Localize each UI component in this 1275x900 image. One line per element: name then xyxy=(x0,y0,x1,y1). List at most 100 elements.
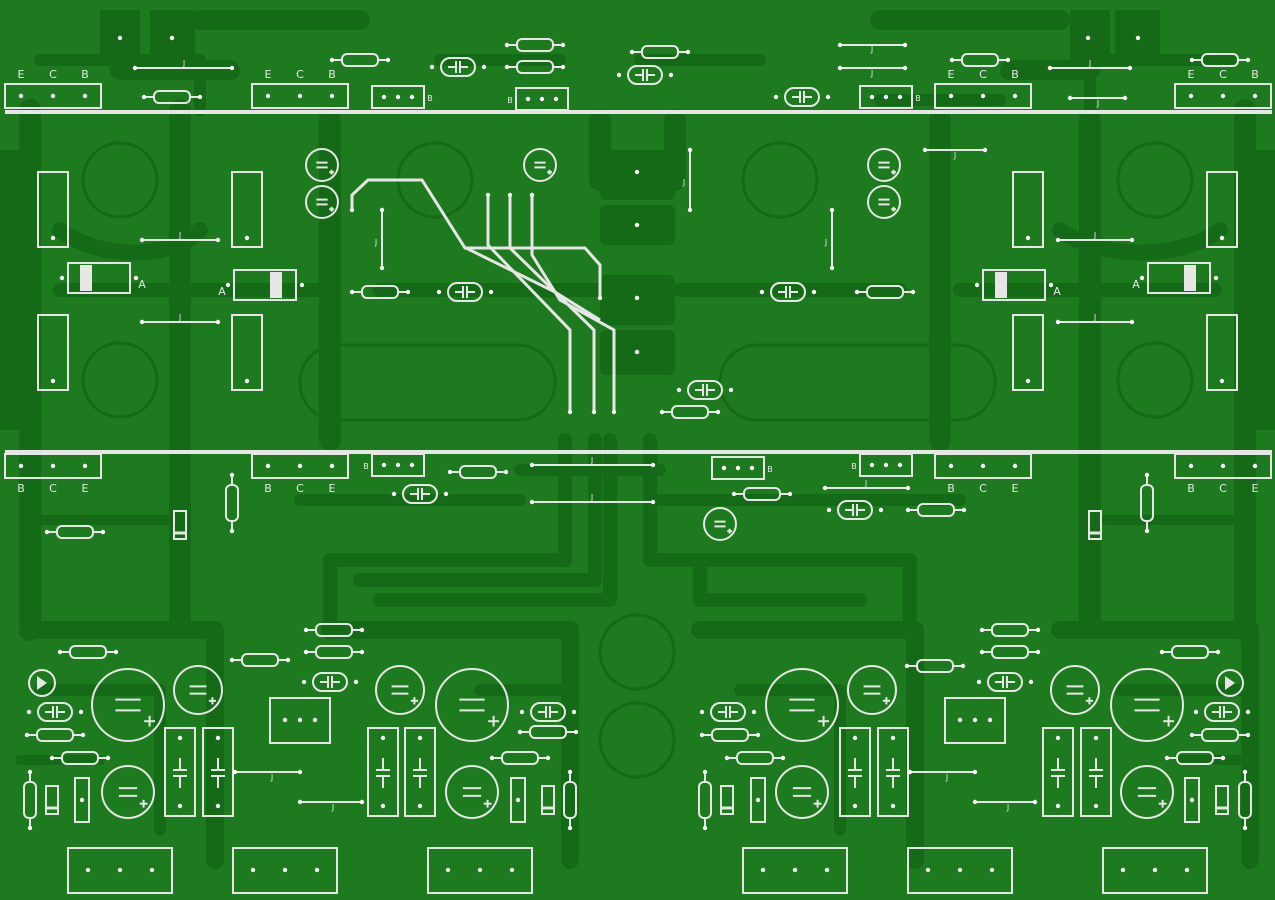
power-pad xyxy=(634,349,640,355)
led-symbol xyxy=(37,676,47,690)
power-pad xyxy=(634,295,640,301)
connector-pad xyxy=(957,867,963,873)
connector-pad xyxy=(1152,867,1158,873)
power-transistor xyxy=(231,314,263,391)
diode xyxy=(1147,262,1211,294)
box-capacitor xyxy=(367,727,399,817)
resistor-pad xyxy=(731,491,737,497)
resistor-pad xyxy=(57,649,63,655)
header-pad xyxy=(980,93,986,99)
jumper-pad xyxy=(215,319,221,325)
box-capacitor xyxy=(404,727,436,817)
electrolytic-capacitor xyxy=(305,185,339,219)
copper-zones xyxy=(0,10,1275,430)
small-transistor xyxy=(515,87,569,111)
resistor-pad xyxy=(949,57,955,63)
resistor-pad xyxy=(27,769,33,775)
connector-pad xyxy=(760,867,766,873)
electrolytic-capacitor xyxy=(1120,765,1174,819)
cap-pad xyxy=(676,387,682,393)
pin-label: C xyxy=(49,68,57,81)
jumper-pad xyxy=(972,799,978,805)
mounting-hole xyxy=(598,613,676,691)
output-connector xyxy=(907,847,1013,894)
film-capacitor xyxy=(440,57,476,77)
jumper-pad xyxy=(922,147,928,153)
mounting-hole xyxy=(1116,141,1194,219)
jumper-pad xyxy=(1047,65,1053,71)
cap-pad xyxy=(26,709,32,715)
diode-pad xyxy=(299,282,305,288)
connector-pad xyxy=(314,867,320,873)
resistor-pad xyxy=(560,42,566,48)
mounting-hole xyxy=(1116,341,1194,419)
jumper-label: J xyxy=(864,479,867,488)
pin-label: C xyxy=(979,482,987,495)
jumper-pad xyxy=(837,42,843,48)
transistor-pad xyxy=(1025,378,1031,384)
power-pad xyxy=(169,35,175,41)
pin-label: E xyxy=(948,68,955,81)
connector-pad xyxy=(989,867,995,873)
trimmer xyxy=(750,777,766,823)
resistor-pad xyxy=(27,825,33,831)
cap-pad xyxy=(1093,803,1099,809)
resistor-pad xyxy=(573,729,579,735)
wire-pad xyxy=(597,295,603,301)
resistor-pad xyxy=(1035,627,1041,633)
cap-pad xyxy=(417,803,423,809)
pot-pad xyxy=(987,717,993,723)
resistor-pad xyxy=(489,755,495,761)
resistor-pad xyxy=(979,627,985,633)
resistor-pad xyxy=(1144,528,1150,534)
electrolytic-capacitor xyxy=(867,185,901,219)
resistor-pad xyxy=(699,732,705,738)
jumper-pad xyxy=(907,769,913,775)
resistor-pad xyxy=(385,57,391,63)
header-pad xyxy=(980,463,986,469)
cap-pad xyxy=(571,709,577,715)
jumper-pad xyxy=(837,65,843,71)
pin-label: E xyxy=(265,68,272,81)
jumper-pad xyxy=(1032,799,1038,805)
output-connector xyxy=(232,847,338,894)
electrolytic-capacitor xyxy=(375,665,425,715)
jumper-label: J xyxy=(870,69,873,78)
transistor-pad xyxy=(395,94,401,100)
resistor-pad xyxy=(504,64,510,70)
header-pad xyxy=(82,463,88,469)
resistor-pad xyxy=(113,649,119,655)
jumper-pad xyxy=(139,319,145,325)
resistor-pad xyxy=(567,769,573,775)
pin-label: B xyxy=(851,462,857,471)
pin-label: C xyxy=(1219,68,1227,81)
jumper-pad xyxy=(529,499,535,505)
transistor-header xyxy=(934,83,1032,109)
jumper-pad xyxy=(132,65,138,71)
connector-pad xyxy=(1184,867,1190,873)
pin-label: C xyxy=(979,68,987,81)
cathode-band xyxy=(995,272,1007,298)
transistor-header xyxy=(934,453,1032,479)
film-capacitor xyxy=(1204,702,1240,722)
resistor-pad xyxy=(1164,755,1170,761)
header-pad xyxy=(18,93,24,99)
mounting-hole xyxy=(81,341,159,419)
cap-pad xyxy=(668,72,674,78)
resistor-pad xyxy=(1159,649,1165,655)
resistor-pad xyxy=(24,732,30,738)
film-capacitor xyxy=(530,702,566,722)
copper-pour xyxy=(150,10,195,60)
trimmer-pad xyxy=(1189,797,1195,803)
diode xyxy=(67,262,131,294)
small-transistor xyxy=(859,85,913,109)
transistor-pad xyxy=(409,94,415,100)
copper-trace xyxy=(323,433,917,627)
transistor-header xyxy=(251,83,349,109)
connector-pad xyxy=(824,867,830,873)
cap-pad xyxy=(826,507,832,513)
jumper-pad xyxy=(1127,65,1133,71)
resistor-pad xyxy=(229,528,235,534)
copper-pour xyxy=(0,150,30,430)
transistor-header xyxy=(1174,83,1272,109)
